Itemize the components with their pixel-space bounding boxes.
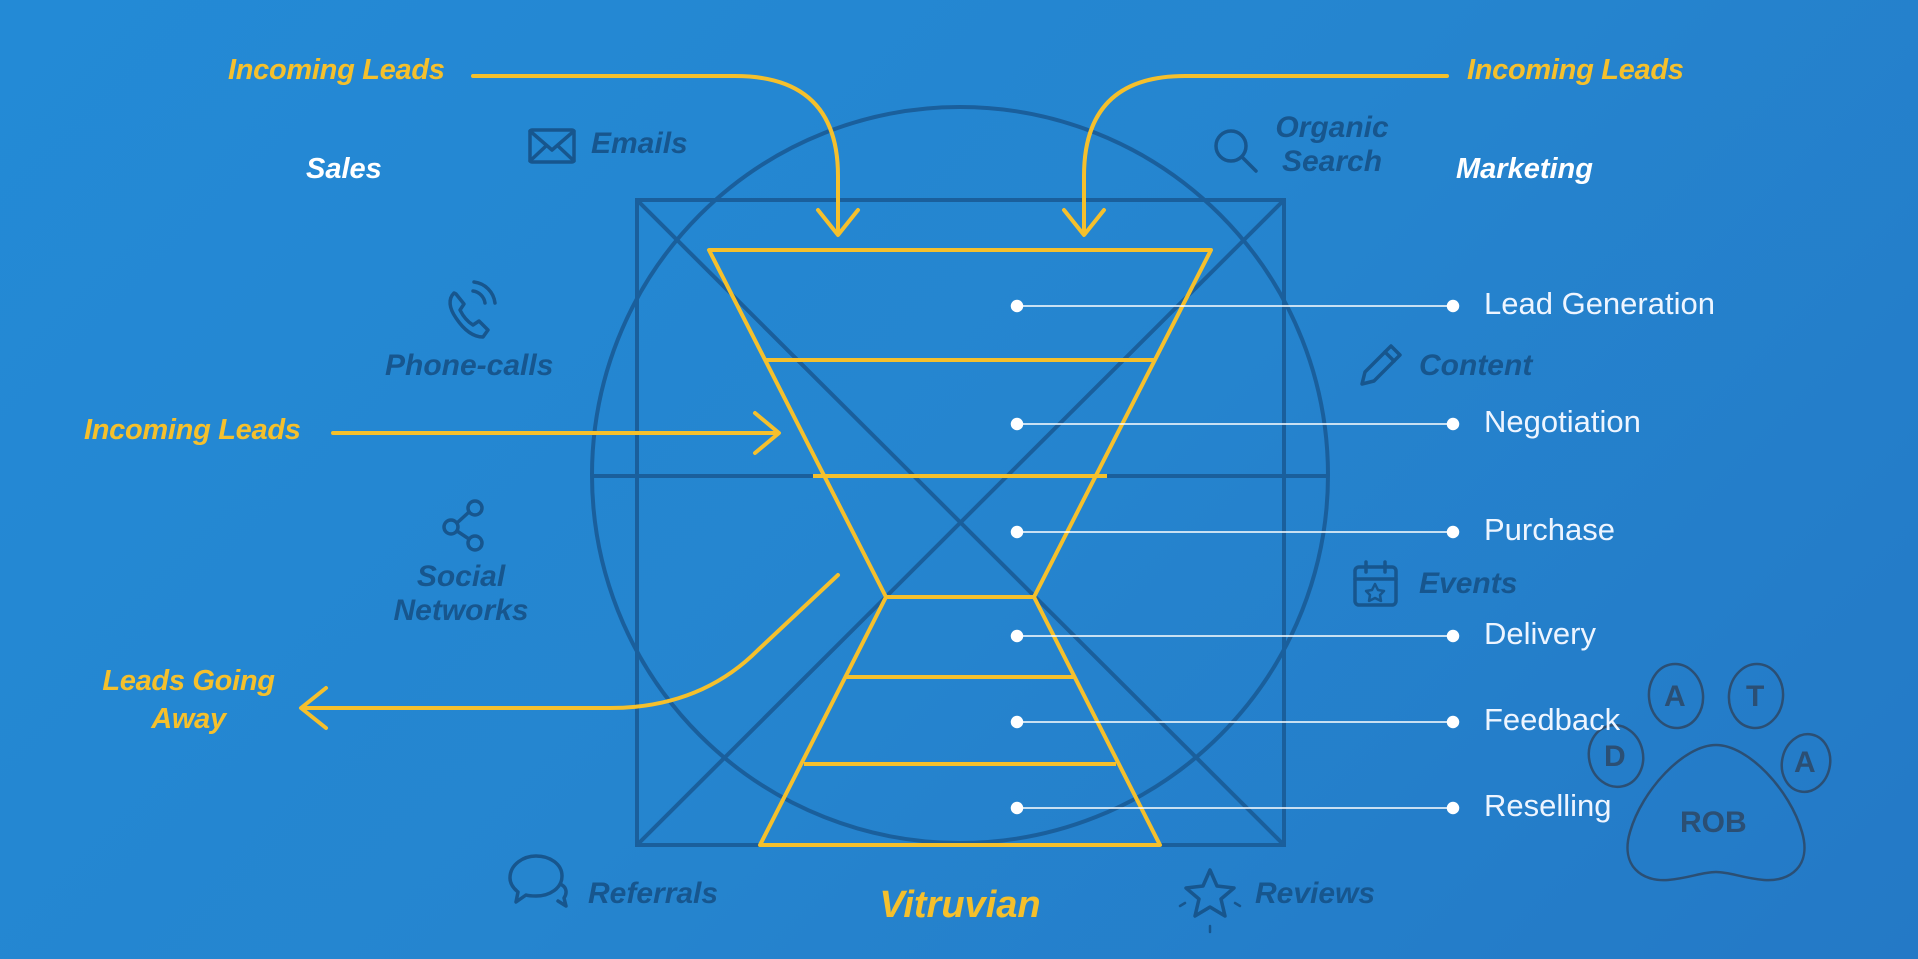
funnel <box>707 248 1213 847</box>
organic-search-label: Organic Search <box>1262 112 1402 177</box>
flow-arrows <box>299 74 1449 730</box>
emails-label: Emails <box>591 127 688 160</box>
connector-negotiation <box>1010 417 1460 431</box>
incoming-leads-top-left: Incoming Leads <box>228 54 445 86</box>
logo-letter-a1: A <box>1664 680 1686 713</box>
envelope-icon <box>528 128 576 164</box>
paw-toe-4 <box>1780 732 1832 794</box>
paw-pad <box>1626 743 1806 882</box>
paw-toe-2 <box>1647 662 1705 730</box>
organic-search-line-2: Search <box>1281 144 1383 178</box>
arrowhead-middle <box>753 411 781 455</box>
funnel-bottom-cone <box>758 595 1162 847</box>
pencil-icon <box>1360 344 1402 386</box>
marketing-header: Marketing <box>1456 153 1593 185</box>
connector-reselling <box>1010 801 1460 815</box>
stage-purchase: Purchase <box>1484 512 1615 547</box>
share-icon <box>442 499 484 552</box>
arrow-incoming-top-left <box>471 74 840 234</box>
leads-going-away-line-1: Leads Going <box>102 665 275 697</box>
events-label: Events <box>1419 567 1518 600</box>
leads-going-away-line-2: Away <box>151 703 226 736</box>
diagram-title: Vitruvian <box>879 884 1041 926</box>
magnifier-icon <box>1214 129 1258 173</box>
stage-delivery: Delivery <box>1484 616 1596 651</box>
paw-toe-1 <box>1587 723 1645 789</box>
reviews-label: Reviews <box>1255 877 1376 910</box>
stage-feedback: Feedback <box>1484 702 1621 737</box>
arrowhead-leads-going-away <box>299 686 328 730</box>
data-rob-paw-logo <box>1587 662 1832 882</box>
arrowhead-top-right <box>1062 208 1106 237</box>
content-label: Content <box>1419 349 1533 382</box>
logo-letter-a2: A <box>1794 746 1816 779</box>
logo-pad-text: ROB <box>1680 806 1747 839</box>
connector-lead-generation <box>1010 299 1460 313</box>
connector-purchase <box>1010 525 1460 539</box>
calendar-icon <box>1353 560 1398 607</box>
stage-reselling: Reselling <box>1484 788 1612 823</box>
paw-toe-3 <box>1727 662 1785 730</box>
sales-header: Sales <box>306 153 382 185</box>
arrow-leads-going-away <box>301 573 840 710</box>
chat-bubbles-icon <box>508 854 568 908</box>
stage-lead-generation: Lead Generation <box>1484 286 1715 321</box>
social-networks-line-1: Social <box>416 560 506 593</box>
star-icon <box>1178 868 1242 934</box>
square-diagonal-2 <box>635 198 1286 847</box>
social-networks-line-2: Networks <box>393 593 529 627</box>
leads-going-away: Leads Going Away <box>96 666 281 735</box>
phone-calls-label: Phone-calls <box>385 349 554 382</box>
social-networks-label: Social Networks <box>381 561 541 626</box>
arrowhead-top-left <box>816 208 860 237</box>
logo-letter-d: D <box>1604 740 1626 773</box>
referrals-label: Referrals <box>588 877 719 910</box>
incoming-leads-middle: Incoming Leads <box>84 414 301 446</box>
phone-icon <box>448 280 497 339</box>
stage-negotiation: Negotiation <box>1484 404 1641 439</box>
organic-search-line-1: Organic <box>1275 111 1389 144</box>
connector-delivery <box>1010 629 1460 643</box>
stage-connectors <box>1010 299 1460 815</box>
incoming-leads-top-right: Incoming Leads <box>1467 54 1684 86</box>
arrow-incoming-top-right <box>1082 74 1449 234</box>
logo-letter-t: T <box>1746 680 1765 713</box>
connector-feedback <box>1010 715 1460 729</box>
